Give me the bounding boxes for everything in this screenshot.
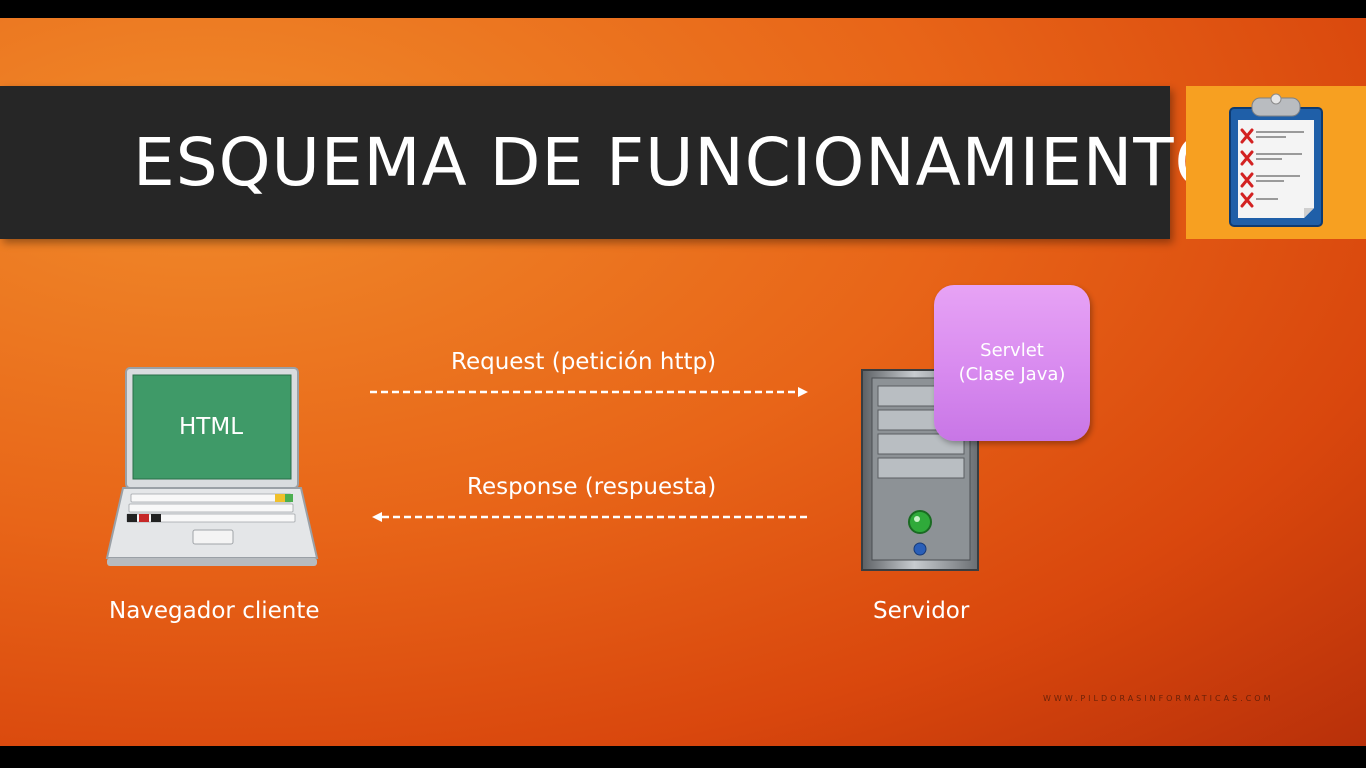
page-title: ESQUEMA DE FUNCIONAMIENTO (133, 124, 1228, 201)
response-label: Response (respuesta) (467, 474, 717, 500)
title-bar: ESQUEMA DE FUNCIONAMIENTO (0, 86, 1227, 239)
clipboard-checklist-icon (1229, 93, 1323, 227)
request-arrow (370, 387, 808, 397)
request-label: Request (petición http) (451, 349, 717, 375)
servlet-subtitle: (Clase Java) (958, 364, 1066, 385)
client-caption: Navegador cliente (109, 598, 320, 624)
laptop-icon (105, 367, 319, 566)
server-caption: Servidor (873, 598, 970, 624)
slide: ESQUEMA DE FUNCIONAMIENTO (0, 18, 1366, 746)
watermark: WWW.PILDORASINFORMATICAS.COM (1043, 694, 1274, 703)
laptop-screen-label: HTML (179, 414, 244, 440)
servlet-title: Servlet (980, 340, 1044, 361)
response-arrow (372, 512, 808, 522)
servlet-box: Servlet (Clase Java) (934, 285, 1090, 441)
icon-box (1186, 86, 1366, 239)
